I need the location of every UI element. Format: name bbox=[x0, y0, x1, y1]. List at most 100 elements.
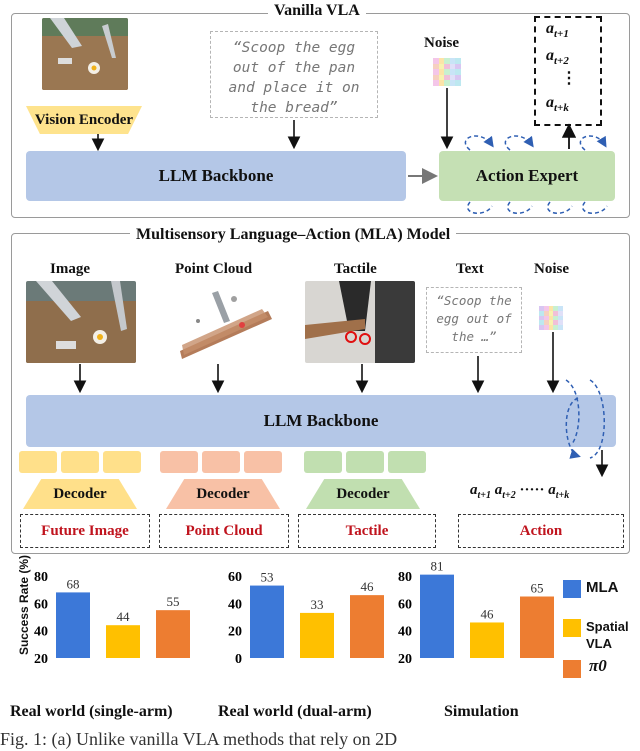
vanilla-action-2: at+2 bbox=[546, 47, 569, 68]
chart2-xlabel: Real world (dual-arm) bbox=[218, 703, 372, 720]
noise-cell bbox=[553, 320, 559, 326]
decoder-token bbox=[103, 451, 141, 473]
noise-cell bbox=[553, 315, 559, 321]
mla-input-noise-label: Noise bbox=[534, 261, 569, 277]
mla-input-pointcloud-label: Point Cloud bbox=[175, 261, 253, 277]
noise-cell bbox=[444, 58, 450, 64]
decoder-label: Decoder bbox=[196, 485, 250, 502]
bar-value-label: 44 bbox=[117, 609, 131, 624]
output-label: Action bbox=[519, 522, 563, 539]
mla-title: Multisensory Language–Action (MLA) Model bbox=[130, 226, 457, 244]
y-tick-label: 20 bbox=[34, 652, 48, 667]
y-tick-label: 20 bbox=[398, 652, 412, 667]
output-label: Tactile bbox=[345, 522, 389, 539]
noise-cell bbox=[444, 63, 450, 70]
noise-cell bbox=[543, 306, 549, 311]
noise-cell bbox=[558, 320, 563, 326]
bar-SpatialVLA bbox=[300, 612, 334, 658]
vanilla-llm-label: LLM Backbone bbox=[158, 166, 274, 185]
decoder-token bbox=[244, 451, 282, 473]
noise-cell bbox=[539, 325, 544, 330]
noise-cell bbox=[543, 325, 549, 330]
vanilla-llm-backbone: LLM Backbone bbox=[26, 151, 406, 201]
legend-pi0-label: π0 bbox=[589, 656, 607, 675]
bar-π0 bbox=[156, 610, 190, 658]
bar-SpatialVLA bbox=[106, 625, 140, 658]
bar-MLA bbox=[250, 585, 284, 658]
y-tick-label: 80 bbox=[398, 570, 412, 585]
noise-cell bbox=[444, 80, 450, 86]
vanilla-action-dots: ⋮ bbox=[561, 70, 577, 87]
noise-cell bbox=[543, 315, 549, 321]
bar-π0 bbox=[350, 595, 384, 658]
noise-cell bbox=[455, 80, 461, 86]
bar-value-label: 68 bbox=[67, 576, 80, 591]
noise-cell bbox=[455, 69, 461, 75]
bar-MLA bbox=[420, 574, 454, 658]
y-tick-label: 60 bbox=[398, 597, 412, 612]
decoder-token bbox=[61, 451, 99, 473]
noise-cell bbox=[539, 320, 544, 326]
noise-cell bbox=[433, 69, 439, 75]
noise-cell bbox=[455, 58, 461, 64]
mla-llm-label: LLM Backbone bbox=[263, 411, 379, 430]
chart1-xlabel: Real world (single-arm) bbox=[10, 703, 173, 720]
legend-spatialvla-label: Spatial VLA bbox=[586, 619, 629, 651]
noise-cell bbox=[539, 315, 544, 321]
y-tick-label: 80 bbox=[34, 570, 48, 585]
output-point-cloud: Point Cloud bbox=[159, 514, 289, 548]
vanilla-instruction-text: “Scoop the egg out of the pan and place … bbox=[228, 40, 360, 116]
bar-value-label: 65 bbox=[531, 581, 544, 596]
noise-cell bbox=[548, 310, 554, 316]
legend-pi0-swatch bbox=[563, 660, 581, 678]
noise-cell bbox=[438, 69, 445, 75]
noise-cell bbox=[444, 74, 450, 81]
noise-cell bbox=[558, 315, 563, 321]
noise-cell bbox=[449, 69, 456, 75]
legend-spatialvla-swatch bbox=[563, 619, 581, 637]
bar-value-label: 81 bbox=[431, 560, 444, 574]
noise-cell bbox=[558, 310, 563, 316]
y-tick-label: 40 bbox=[398, 625, 412, 640]
noise-cell bbox=[449, 63, 456, 70]
output-future-image: Future Image bbox=[20, 514, 150, 548]
action-expert-label: Action Expert bbox=[475, 166, 579, 185]
y-tick-label: 40 bbox=[228, 597, 242, 612]
noise-cell bbox=[449, 74, 456, 81]
noise-cell bbox=[433, 63, 439, 70]
noise-cell bbox=[548, 325, 554, 330]
pointcloud-decoder: Decoder bbox=[166, 479, 280, 509]
action-ellipsis: ····· bbox=[519, 482, 545, 498]
robot-scene-photo bbox=[42, 18, 128, 90]
output-tactile: Tactile bbox=[298, 514, 436, 548]
vanilla-noise-icon bbox=[433, 58, 461, 86]
noise-cell bbox=[553, 325, 559, 330]
legend-mla-label: MLA bbox=[586, 579, 619, 596]
vanilla-arrows bbox=[91, 88, 608, 214]
output-label: Point Cloud bbox=[185, 522, 263, 539]
vanilla-vla-title: Vanilla VLA bbox=[268, 2, 366, 20]
noise-cell bbox=[444, 69, 450, 75]
y-tick-label: 60 bbox=[228, 570, 242, 585]
mla-llm-backbone: LLM Backbone bbox=[26, 395, 616, 447]
decoder-token bbox=[19, 451, 57, 473]
noise-cell bbox=[433, 58, 439, 64]
mla-instruction-quote: “Scoop the egg out of the …” bbox=[426, 287, 522, 353]
figure-caption: Fig. 1: (a) Unlike vanilla VLA methods t… bbox=[0, 729, 398, 749]
decoder-label: Decoder bbox=[53, 485, 107, 502]
mla-image-photo bbox=[26, 281, 136, 363]
noise-cell bbox=[548, 315, 554, 321]
decoder-label: Decoder bbox=[336, 485, 390, 502]
noise-cell bbox=[553, 306, 559, 311]
vanilla-noise-label: Noise bbox=[424, 35, 459, 51]
decoder-token bbox=[160, 451, 198, 473]
action-expert: Action Expert bbox=[439, 151, 615, 201]
bar-value-label: 55 bbox=[167, 594, 180, 609]
noise-cell bbox=[548, 320, 554, 326]
noise-cell bbox=[553, 310, 559, 316]
noise-cell bbox=[455, 74, 461, 81]
mla-input-text-label: Text bbox=[456, 261, 484, 277]
bar-MLA bbox=[56, 592, 90, 658]
bar-value-label: 33 bbox=[311, 597, 324, 612]
